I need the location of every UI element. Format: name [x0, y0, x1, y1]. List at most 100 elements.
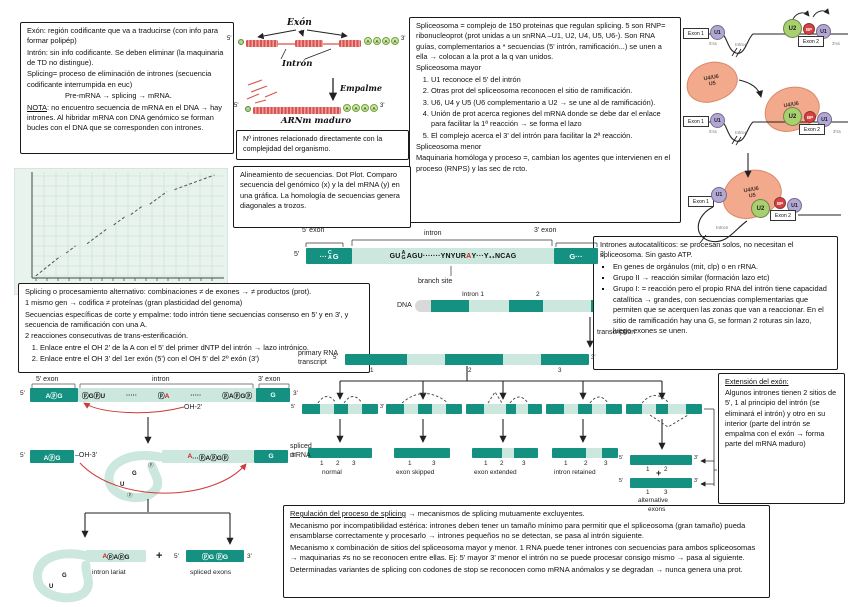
cap-icon: [245, 106, 251, 112]
intron2-label: 2: [536, 291, 540, 298]
seq-5prime: 5': [294, 251, 300, 258]
exon1-box: Exon 1: [683, 116, 709, 127]
mech-rowB-exon5: AⓟG: [30, 450, 74, 463]
nota-paragraph: NOTA: no encuentro secuencia de mRNA en …: [27, 102, 222, 133]
splice-pattern-skip: [386, 404, 462, 414]
outcome-label: intron retained: [554, 469, 596, 476]
mech-intron-label: intron: [152, 376, 170, 383]
outcome-label: normal: [322, 469, 342, 476]
branch-point: BP: [803, 23, 815, 35]
splice-pattern-normal: [302, 404, 378, 414]
lariat-loops: [32, 451, 165, 603]
plus-sign: +: [156, 550, 163, 562]
spliced-exons-label: spliced exons: [190, 569, 232, 576]
regulation-title: Regulación del proceso de splicing: [290, 509, 406, 518]
spliceosome-intro: Spliceosoma = complejo de 150 proteinas …: [416, 21, 666, 62]
branch-point: BP: [804, 111, 816, 123]
oh3-label: –OH-3': [75, 452, 97, 459]
exon1-box: Exon 1: [683, 28, 709, 39]
autocatalytic-introns-box: Intrones autocatalíticos: se procesan so…: [593, 236, 838, 370]
u2-snrnp: U2: [751, 199, 770, 218]
premrna-3prime: 3': [401, 36, 406, 42]
polya-circle: A: [382, 37, 390, 45]
exon2-box: Exon 2: [798, 36, 824, 47]
splicing-definition: Splicing= proceso de eliminación de intr…: [27, 69, 212, 89]
alignment-box: Alineamiento de secuencias. Dot Plot. Co…: [233, 166, 411, 228]
outcome-label: exon skipped: [396, 469, 435, 476]
branch-site-label: branch site: [418, 278, 453, 285]
consensus-intron-label: intron: [424, 230, 442, 237]
branch-adenine: A: [164, 393, 170, 400]
transcription-label: transcription: [597, 329, 636, 336]
definitions-box: Exón: región codificante que va a traduc…: [20, 22, 234, 154]
intron-number-box: Nº intrones relacionado directamente con…: [236, 130, 409, 160]
spliced-exons-bar: ⓟG ⓟG: [186, 550, 244, 562]
exon-extension-box: Extensión del exón: Algunos intrones tie…: [718, 373, 845, 504]
transesterification-arrows: [79, 402, 247, 494]
polya-circle: A: [361, 104, 369, 112]
step: Unión de prot acerca regiones del mRNA d…: [431, 109, 674, 130]
outcome-label: exon extended: [474, 469, 517, 476]
exon2-box: Exon 2: [770, 210, 796, 221]
discarded-intron-marks: [246, 79, 278, 104]
intron-handlabel: Intrón: [282, 59, 313, 69]
seq-3prime: 3': [600, 251, 606, 258]
consensus-3exon-label: 3' exon: [534, 227, 557, 234]
mech-rowB-exon3: G: [254, 450, 288, 463]
splice-pattern-extended: [466, 404, 542, 414]
mech-flow-arrows: [81, 417, 234, 545]
extension-connector: [700, 408, 717, 487]
intron-label: Intron: [716, 226, 729, 231]
product-skipped: [394, 448, 450, 458]
primary-transcript-bar: [345, 354, 589, 365]
spliced-mrna-label: spliced: [290, 443, 312, 450]
polya-circle: A: [364, 37, 372, 45]
premrna-exon-segment: [339, 40, 361, 47]
product-normal: [308, 448, 372, 458]
spliceosome-steps: U1 reconoce el 5' del intrón Otras prot …: [416, 75, 674, 141]
premrna-intron-line: [323, 43, 339, 45]
splice-pattern-alternative: [626, 404, 702, 414]
branch-point: BP: [774, 197, 786, 209]
3ss-label: 3'ss: [832, 41, 840, 46]
spliceosome-minor-text: Maquinaria homóloga y proceso =, cambian…: [416, 153, 671, 173]
5ss-label: 5'ss: [709, 129, 717, 134]
premrna-exon-segment: [246, 40, 278, 47]
mech-rowA-exon3: G: [256, 388, 290, 402]
spliceosome-box: Spliceosoma = complejo de 150 proteinas …: [409, 17, 681, 223]
splice-pattern-retained: [546, 404, 622, 414]
product-retained: [552, 448, 618, 458]
u1-snrnp: U1: [710, 113, 725, 128]
plus-sign: +: [656, 468, 662, 478]
product-alt-2: [630, 478, 692, 488]
regulation-box: Regulación del proceso de splicing → mec…: [283, 505, 770, 598]
spliceosome-major-title: Spliceosoma mayor: [416, 63, 481, 73]
intron1-label: Intron 1: [462, 291, 485, 298]
branch-adenine: A: [466, 252, 472, 260]
product-extended: [472, 448, 538, 458]
spliceosome-minor-title: Spliceosoma menor: [416, 141, 482, 151]
cap-icon: [238, 39, 244, 45]
polya-circle: A: [370, 104, 378, 112]
intron-label: Intron: [735, 43, 748, 48]
premrna-5prime: 5': [227, 36, 232, 42]
premrna-intron-line: [278, 43, 295, 45]
branch-adenine: A: [102, 552, 108, 560]
mature-mrna-bar: [253, 107, 341, 114]
step: El complejo acerca el 3' del intrón para…: [431, 131, 674, 141]
outcome-label: alternative: [638, 497, 668, 504]
product-alt-1: [630, 455, 692, 465]
polya-circle: A: [391, 37, 399, 45]
empalme-handlabel: Empalme: [340, 83, 382, 93]
step: U6, U4 y U5 (U6 complementario a U2 → se…: [431, 98, 674, 108]
exon1-box: Exon 1: [688, 196, 714, 207]
oh2-label: OH-2': [184, 404, 203, 411]
5ss-label: 5'ss: [709, 41, 717, 46]
consensus-3exon-seq: G···: [554, 248, 598, 264]
intron-definition: Intrón: sin info codificante. Se deben e…: [27, 47, 224, 68]
step: Otras prot del spliceosoma reconocen el …: [431, 86, 674, 96]
